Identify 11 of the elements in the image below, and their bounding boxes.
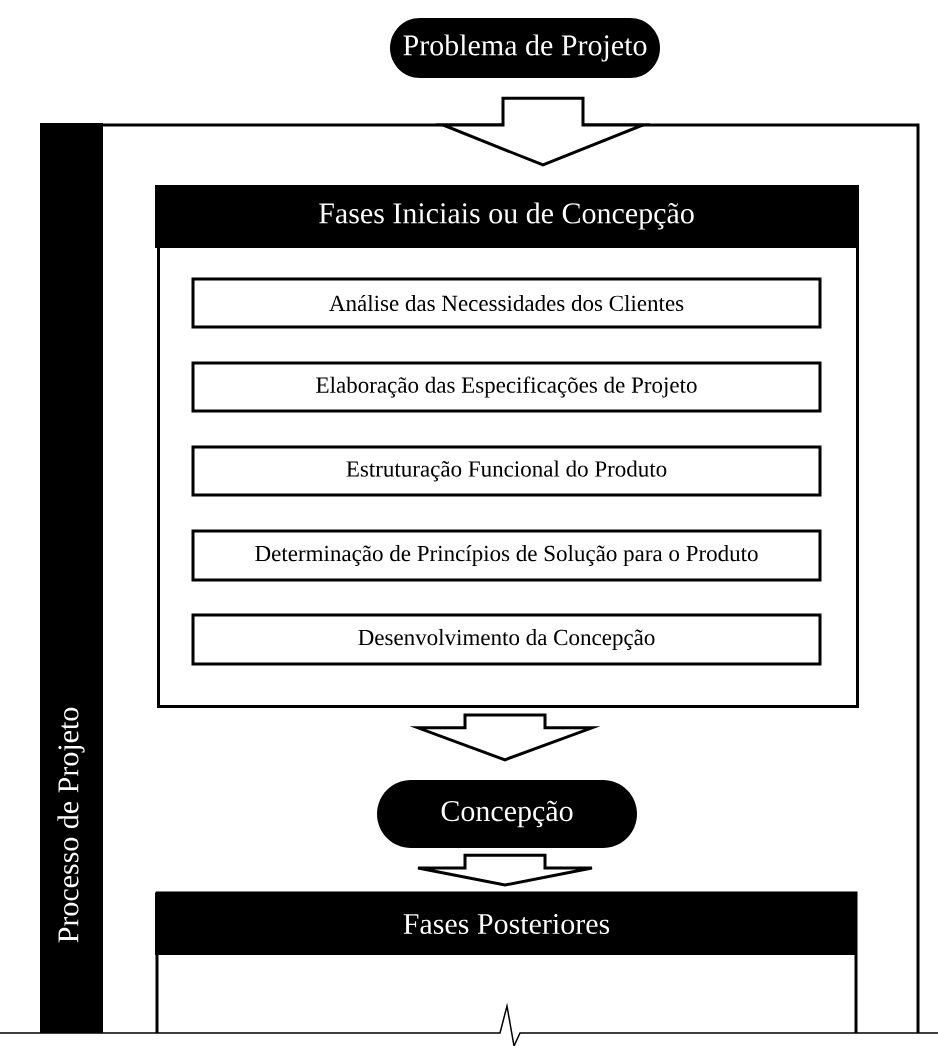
step-box: Determinação de Princípios de Solução para o Produto: [191, 529, 822, 582]
block-arrow: [435, 96, 651, 167]
phase-box: Fases Posteriores: [155, 891, 858, 1033]
step-box: Análise das Necessidades dos Clientes: [191, 277, 822, 329]
terminal-pill: Concepção: [377, 780, 637, 848]
step-box: Elaboração das Especificações de Projeto: [191, 361, 822, 413]
terminal-pill: Problema de Projeto: [390, 18, 660, 78]
block-arrow: [416, 853, 594, 887]
block-arrow: [409, 713, 601, 762]
step-box: Desenvolvimento da Concepção: [191, 613, 822, 666]
step-box: Estruturação Funcional do Produto: [191, 445, 822, 497]
